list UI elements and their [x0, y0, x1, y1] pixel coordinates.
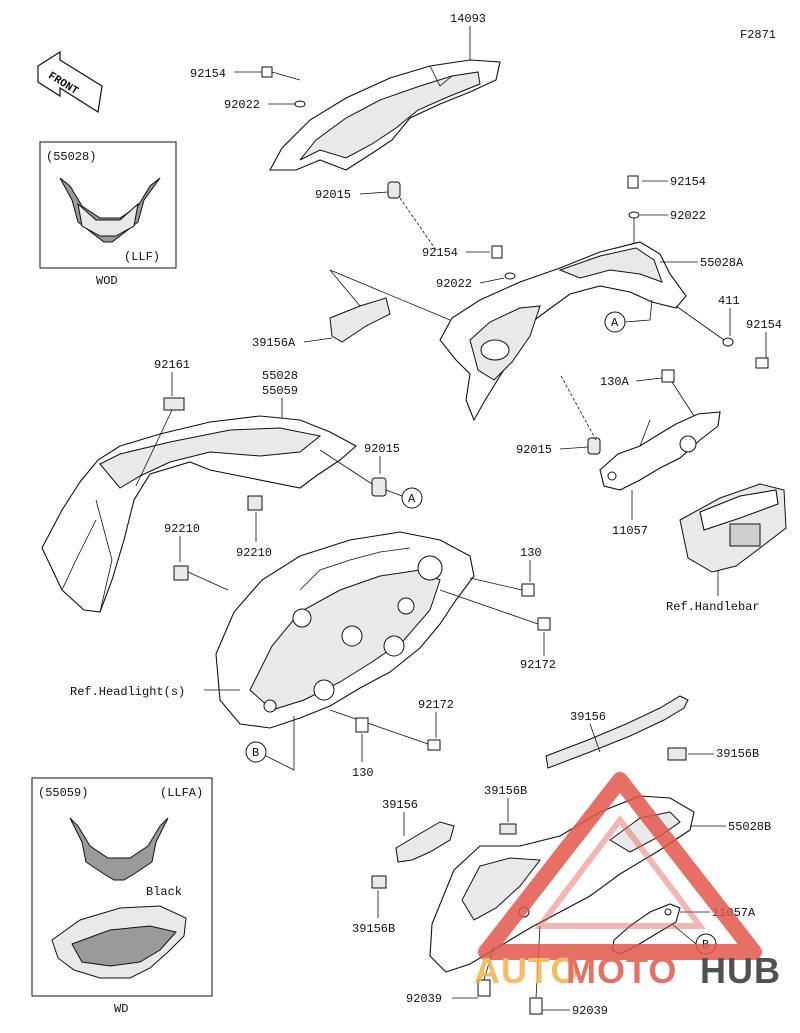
label-92172-b: 92172: [418, 698, 454, 712]
label-92210-a: 92210: [164, 522, 200, 536]
washer-icon: [294, 100, 306, 108]
screw-icon: [537, 617, 551, 631]
washer-icon: [628, 211, 640, 219]
inset-top-variant: (LLF): [124, 250, 160, 264]
label-55059: 55059: [262, 384, 298, 398]
part-55028A: [439, 241, 687, 422]
label-39156B-b: 39156B: [484, 784, 527, 798]
part-39156B-c: [371, 875, 387, 889]
front-arrow-icon: FRONT: [37, 50, 103, 113]
part-39156B-a: [667, 747, 687, 761]
part-11057: [599, 411, 721, 491]
part-55028: [41, 415, 357, 613]
svg-text:B: B: [252, 746, 259, 760]
label-130-a: 130: [520, 546, 542, 560]
watermark-auto: AUTO: [474, 950, 579, 991]
cowl-inner-llf-face: [77, 202, 139, 237]
label-92015-a: 92015: [315, 188, 351, 202]
label-39156B-a: 39156B: [716, 747, 759, 761]
label-11057: 11057: [612, 524, 648, 538]
label-92154-b: 92154: [670, 175, 706, 189]
callout-a-2: [401, 487, 423, 509]
label-411: 411: [718, 294, 740, 308]
label-39156B-c: 39156B: [352, 922, 395, 936]
inset-bottom-color: Black: [146, 885, 182, 899]
inset-bottom-code: (55059): [38, 786, 88, 800]
label-92022-a: 92022: [224, 98, 260, 112]
label-92172-a: 92172: [520, 658, 556, 672]
ref-headlight: Ref.Headlight(s): [70, 685, 185, 699]
label-92154-a: 92154: [190, 67, 226, 81]
ref-handlebar: Ref.Handlebar: [666, 600, 760, 614]
label-92154-c: 92154: [422, 246, 458, 260]
screw-icon: [427, 739, 441, 751]
label-92039-a: 92039: [406, 992, 442, 1006]
svg-text:A: A: [611, 316, 619, 330]
inset-bottom-caption: WD: [114, 1002, 128, 1016]
inset-bottom: (55059) (LLFA) Black WD: [31, 777, 213, 1016]
label-92161: 92161: [154, 358, 190, 372]
part-92161: [163, 397, 185, 411]
watermark: AUTO MOTO HUB: [474, 772, 781, 991]
label-39156-a: 39156: [570, 710, 606, 724]
bolt-icon: [521, 583, 535, 597]
label-55028A: 55028A: [700, 256, 744, 270]
label-55028B: 55028B: [728, 820, 771, 834]
label-92015-c: 92015: [364, 442, 400, 456]
bolt-icon: [661, 369, 675, 383]
part-39156-small: [395, 821, 455, 863]
grommet-icon: [587, 437, 601, 455]
bolt-icon: [355, 717, 369, 733]
part-14093: [269, 59, 501, 171]
label-92210-b: 92210: [236, 546, 272, 560]
handlebar-clamp: [679, 483, 787, 573]
part-39156B-b: [499, 823, 517, 835]
washer-icon: [722, 337, 734, 347]
bolt-icon: [491, 245, 503, 259]
watermark-triangle-icon: [478, 772, 762, 960]
inset-top-code: (55028): [46, 150, 96, 164]
label-39156A: 39156A: [252, 336, 296, 350]
grommet-icon: [387, 181, 401, 199]
part-39156A: [329, 297, 391, 343]
svg-text:A: A: [408, 492, 416, 506]
bolt-icon: [261, 66, 273, 78]
inset-top-caption: WOD: [96, 274, 118, 288]
label-55028: 55028: [262, 369, 298, 383]
part-39156-long: [545, 695, 689, 769]
bolt-icon: [755, 357, 769, 369]
washer-icon: [504, 272, 516, 280]
label-92154-d: 92154: [746, 318, 782, 332]
clip-icon: [247, 495, 263, 511]
inset-top: (55028) (LLF) WOD: [39, 141, 177, 288]
label-92022-b: 92022: [670, 209, 706, 223]
label-130A: 130A: [600, 375, 630, 389]
figure-code: F2871: [740, 28, 776, 42]
watermark-hub: HUB: [700, 950, 781, 991]
inset-top-frame: [39, 141, 177, 269]
label-92015-b: 92015: [516, 443, 552, 457]
headlight-assembly: [215, 531, 475, 729]
watermark-moto: MOTO: [566, 950, 677, 991]
bolt-icon: [529, 997, 543, 1015]
label-92022-c: 92022: [436, 277, 472, 291]
label-14093: 14093: [450, 12, 486, 26]
bolt-icon: [627, 175, 639, 189]
inset-bottom-variant: (LLFA): [160, 786, 203, 800]
label-39156-b: 39156: [382, 798, 418, 812]
label-92039-b: 92039: [572, 1004, 608, 1018]
label-130-b: 130: [352, 766, 374, 780]
callout-b-1: [245, 741, 267, 763]
clip-icon: [173, 565, 189, 581]
grommet-icon: [371, 477, 387, 497]
